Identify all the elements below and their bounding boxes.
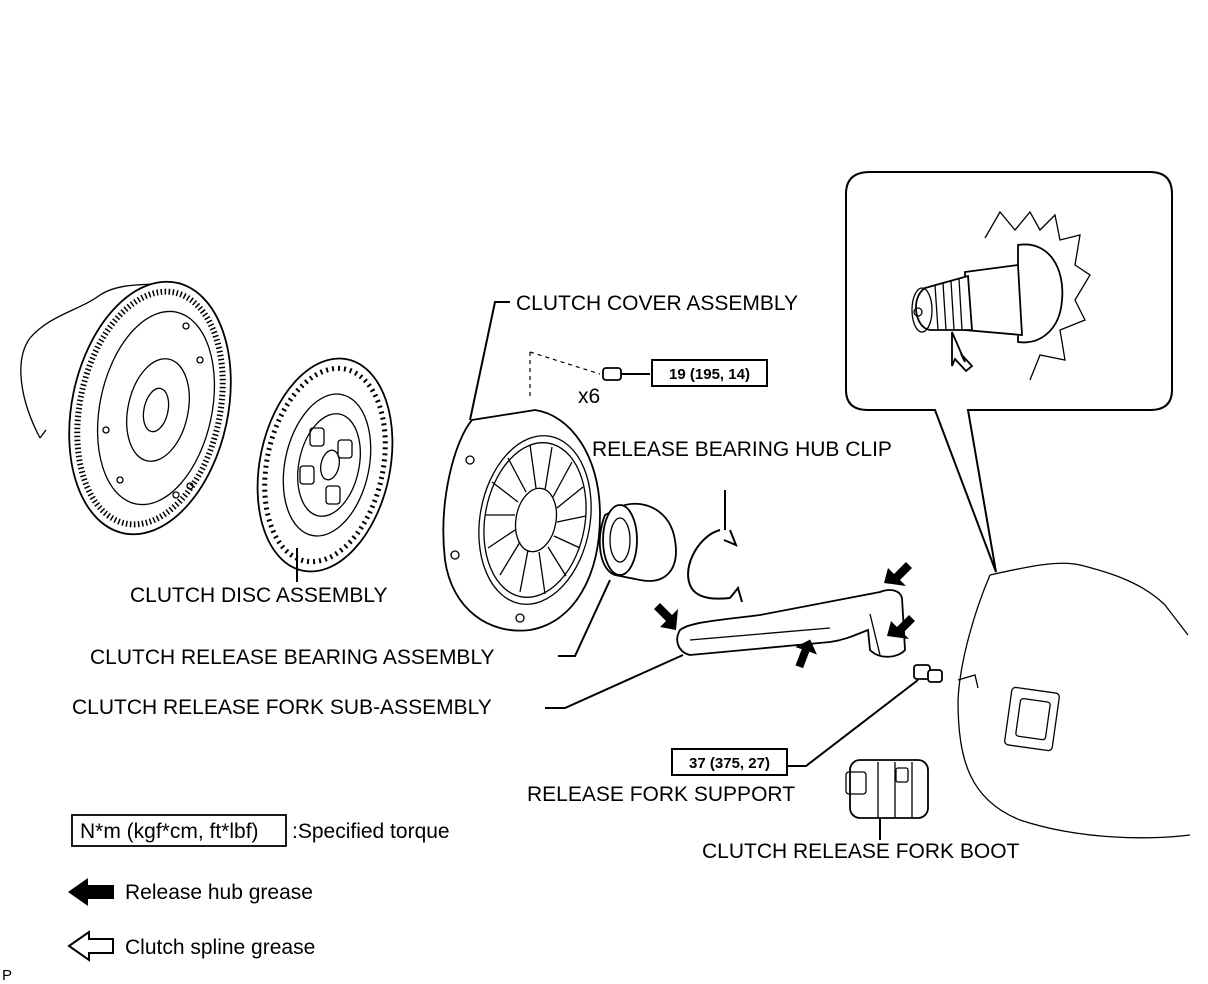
- legend-release-hub-grease: Release hub grease: [125, 881, 313, 904]
- cover-bolt: [529, 351, 650, 398]
- legend-torque-text: :Specified torque: [292, 820, 450, 843]
- torque-box-cover-bolt: 19 (195, 14): [651, 359, 768, 387]
- filled-arrow-icon: [887, 615, 915, 639]
- label-clutch-disc-assembly: CLUTCH DISC ASSEMBLY: [130, 584, 388, 607]
- filled-arrow-icon: [795, 639, 817, 669]
- label-release-fork-support: RELEASE FORK SUPPORT: [527, 783, 795, 806]
- fork-boot: [845, 759, 929, 819]
- release-hub-grease-icon: [68, 878, 114, 906]
- hub-clip: [687, 529, 743, 603]
- torque-box-fork-support: 37 (375, 27): [671, 748, 788, 776]
- grease-arrows: [654, 562, 915, 669]
- hollow-arrow-icon: [951, 331, 974, 373]
- label-clutch-cover-assembly: CLUTCH COVER ASSEMBLY: [516, 292, 798, 315]
- corner-mark: P: [2, 967, 12, 984]
- detail-callout: [845, 171, 1173, 573]
- legend-clutch-spline-grease: Clutch spline grease: [125, 936, 315, 959]
- flywheel: [68, 280, 232, 536]
- torque-value-fork-support: 37 (375, 27): [689, 755, 770, 772]
- input-shaft-detail: [911, 210, 1091, 381]
- filled-arrow-icon: [654, 603, 678, 630]
- clutch-spline-grease-icon: [67, 930, 114, 962]
- label-clutch-release-fork-sub-assembly: CLUTCH RELEASE FORK SUB-ASSEMBLY: [72, 696, 492, 719]
- filled-arrow-icon: [884, 562, 912, 586]
- clutch-disc: [256, 357, 394, 573]
- label-clutch-release-fork-boot: CLUTCH RELEASE FORK BOOT: [702, 840, 1020, 863]
- bolt-quantity: x6: [578, 385, 600, 408]
- legend-torque-unit: N*m (kgf*cm, ft*lbf): [80, 820, 259, 843]
- legend: N*m (kgf*cm, ft*lbf) :Specified torque R…: [67, 814, 450, 962]
- label-release-bearing-hub-clip: RELEASE BEARING HUB CLIP: [592, 438, 892, 461]
- label-clutch-release-bearing-assembly: CLUTCH RELEASE BEARING ASSEMBLY: [90, 646, 495, 669]
- leader-lines: [296, 301, 919, 840]
- torque-value-cover-bolt: 19 (195, 14): [669, 366, 750, 383]
- clutch-cover: [442, 409, 601, 632]
- release-fork: [676, 589, 906, 658]
- transmission-case-outline: [957, 562, 1191, 839]
- fork-support-bolt: [913, 664, 943, 683]
- release-bearing: [598, 502, 677, 582]
